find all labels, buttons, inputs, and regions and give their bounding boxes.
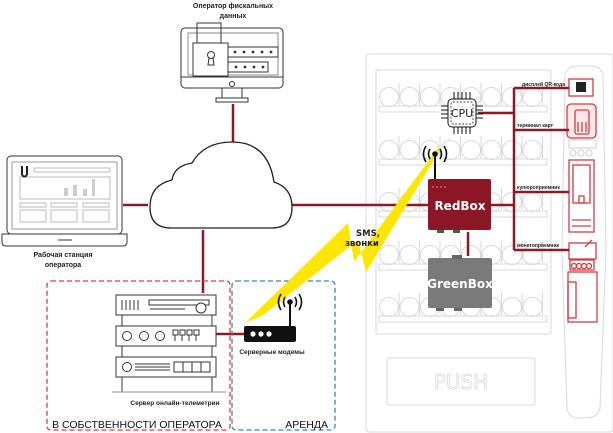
- product-spiral: [481, 140, 502, 160]
- push-label: PUSH: [434, 370, 488, 394]
- redbox-label: RedBox: [434, 199, 485, 213]
- card-terminal: [566, 103, 597, 139]
- product-spiral: [420, 87, 440, 107]
- product-spiral: [481, 87, 502, 107]
- wireless-link-label-1: SMS,: [356, 229, 380, 239]
- fiscal-operator-label-1: Оператор фискальных: [193, 3, 273, 10]
- server-node[interactable]: Сервер онлайн-телеметрии: [112, 294, 226, 407]
- monitor-icon: [180, 22, 284, 103]
- connectors: [123, 86, 569, 336]
- zone-rental-label: АРЕНДА: [285, 419, 328, 431]
- keyhole-icon: [207, 51, 215, 59]
- greenbox-label: GreenBox: [427, 277, 493, 291]
- vending-machine-body: [365, 53, 613, 433]
- logo-icon: [21, 166, 28, 178]
- status-leds: [432, 186, 446, 188]
- coin-acceptor: [567, 239, 598, 323]
- workstation-node[interactable]: Рабочая станция оператора: [1, 155, 128, 269]
- product-spiral: [440, 140, 461, 160]
- cpu-label: CPU: [451, 107, 473, 120]
- product-spiral: [522, 192, 543, 212]
- greenbox-node[interactable]: GreenBox: [427, 255, 493, 311]
- product-spiral: [502, 192, 522, 212]
- wifi-signal-icon: [277, 293, 303, 311]
- laptop-icon: [1, 155, 128, 247]
- label-bill-acceptor: купюроприемник: [517, 185, 560, 191]
- push-panel[interactable]: [386, 357, 536, 406]
- peripherals: [566, 78, 598, 323]
- button-row: [568, 139, 597, 157]
- qr-code-icon: [576, 82, 586, 92]
- cpu-chip-icon: [447, 98, 477, 128]
- server-label: Сервер онлайн-телеметрии: [130, 399, 219, 407]
- vending-side-panel: [561, 65, 607, 419]
- cpu-node[interactable]: CPU: [441, 92, 483, 134]
- product-spiral: [502, 140, 522, 160]
- product-spiral: [399, 87, 420, 107]
- fiscal-operator-label-2: данных: [220, 13, 247, 20]
- workstation-label-1: Рабочая станция: [33, 251, 92, 259]
- zone-rental: [231, 280, 336, 431]
- shelf: [378, 315, 548, 323]
- product-spiral: [522, 140, 543, 160]
- product-spiral: [379, 297, 399, 317]
- product-spiral: [399, 297, 420, 317]
- product-spiral: [502, 297, 522, 317]
- product-spiral: [461, 140, 481, 160]
- product-spiral: [379, 245, 399, 265]
- redbox-device: [428, 179, 491, 230]
- greenbox-device: [428, 258, 492, 308]
- product-spiral: [399, 245, 420, 265]
- redbox-antenna: [422, 145, 448, 180]
- cpu-pins: [441, 92, 483, 134]
- label-coin-acceptor: монетоприемник: [517, 243, 560, 249]
- indicator-dots: [233, 50, 273, 69]
- product-spiral: [399, 140, 420, 160]
- qr-display: [568, 78, 594, 97]
- label-card-terminal: терминал карт: [517, 123, 554, 129]
- product-spiral: [379, 87, 399, 107]
- bar-chart-icon: [64, 179, 95, 196]
- wireless-link-label-2: звонки: [345, 239, 379, 249]
- product-spiral: [522, 297, 543, 317]
- wifi-signal-icon: [422, 145, 448, 163]
- safe-icon: [192, 42, 229, 77]
- lightning-bolt-icon: [246, 148, 440, 322]
- workstation-label-2: оператора: [45, 262, 81, 269]
- vending-machine-window: [375, 69, 552, 335]
- redbox-node[interactable]: RedBox: [428, 179, 491, 233]
- modem-label: Серверные модемы: [239, 349, 305, 356]
- product-spiral: [379, 140, 399, 160]
- label-qr-display: дисплей QR-кода: [522, 81, 565, 88]
- server-rack-icon: [112, 294, 226, 393]
- product-spiral: [522, 87, 543, 107]
- product-spiral: [502, 87, 522, 107]
- bill-acceptor: [568, 159, 595, 233]
- modem-node[interactable]: Серверные модемы: [239, 293, 305, 356]
- cloud-icon[interactable]: [149, 141, 293, 229]
- safe-handle: [196, 22, 222, 43]
- shelf: [378, 158, 548, 166]
- zone-operator-owned-label: В СОБСТВЕННОСТИ ОПЕРАТОРА: [52, 419, 222, 431]
- fiscal-operator-node[interactable]: Оператор фискальных данных: [180, 3, 284, 103]
- zone-operator-owned: [46, 280, 231, 431]
